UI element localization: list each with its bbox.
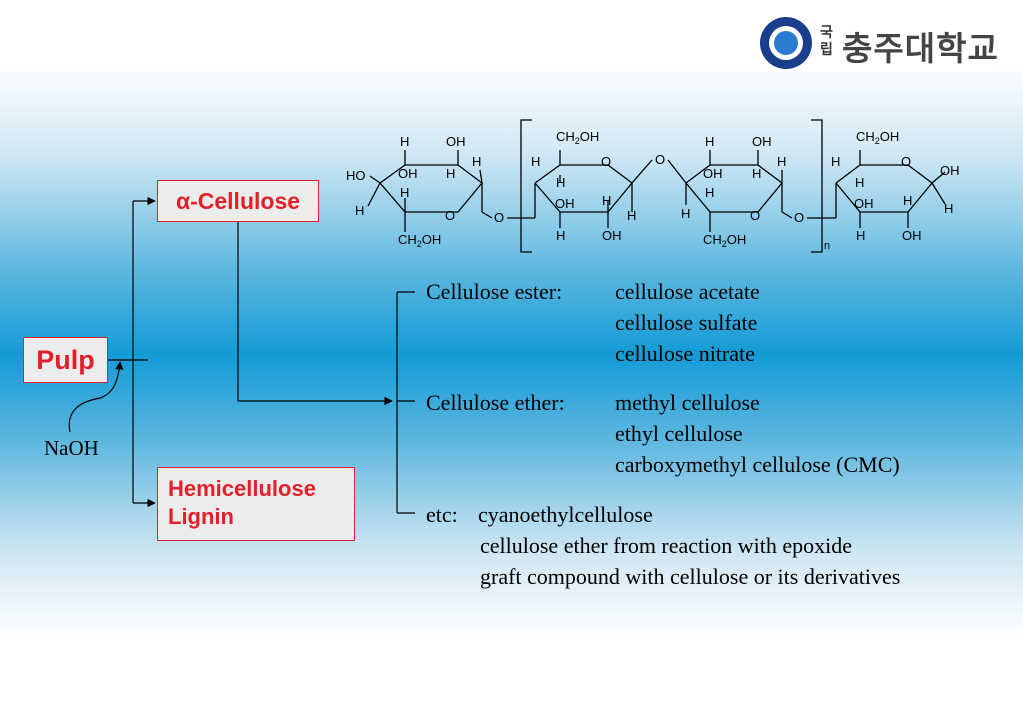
naoh-label: NaOH (44, 436, 99, 460)
svg-text:H: H (400, 134, 409, 149)
logo-university-name: 충주대학교 (842, 29, 999, 68)
university-logo: 국립 충주대학교 (757, 14, 999, 72)
etc-item: cyanoethylcellulose (478, 502, 653, 527)
pulp-label: Pulp (36, 345, 95, 375)
svg-text:OH: OH (703, 166, 723, 181)
svg-text:O: O (494, 210, 504, 225)
svg-text:H: H (531, 154, 540, 169)
svg-text:OH: OH (446, 134, 466, 149)
ether-item: ethyl cellulose (615, 421, 743, 446)
alpha-cellulose-box: α-Cellulose (157, 180, 319, 222)
pulp-box: Pulp (23, 337, 108, 383)
svg-text:n: n (824, 240, 830, 252)
svg-text:OH: OH (940, 163, 960, 178)
svg-text:H: H (705, 134, 714, 149)
svg-text:H: H (446, 166, 455, 181)
svg-text:H: H (944, 201, 953, 216)
alpha-cellulose-label: α-Cellulose (175, 188, 301, 214)
svg-text:O: O (655, 152, 665, 167)
svg-text:CH2OH: CH2OH (398, 232, 441, 249)
svg-text:H: H (752, 166, 761, 181)
ether-item: methyl cellulose (615, 390, 760, 415)
svg-text:O: O (901, 154, 911, 169)
hemicellulose-lignin-box: Hemicellulose Lignin (157, 467, 355, 541)
svg-text:H: H (556, 175, 565, 190)
svg-text:H: H (777, 154, 786, 169)
svg-text:H: H (903, 193, 912, 208)
ester-label: Cellulose ester: (426, 279, 563, 304)
university-seal-icon (760, 17, 812, 69)
svg-text:H: H (400, 185, 409, 200)
hemicellulose-label: Hemicellulose (168, 476, 316, 501)
svg-text:H: H (355, 203, 364, 218)
svg-text:O: O (445, 208, 455, 223)
svg-text:O: O (750, 208, 760, 223)
svg-text:OH: OH (752, 134, 772, 149)
ester-item: cellulose sulfate (615, 310, 758, 335)
ester-item: cellulose nitrate (615, 341, 755, 366)
svg-text:H: H (831, 154, 840, 169)
svg-text:H: H (856, 228, 865, 243)
svg-text:CH2OH: CH2OH (856, 129, 899, 146)
svg-text:H: H (855, 175, 864, 190)
svg-text:OH: OH (854, 196, 874, 211)
svg-text:H: H (556, 228, 565, 243)
naoh-arrow (68, 361, 124, 433)
svg-text:H: H (627, 208, 636, 223)
svg-text:OH: OH (602, 228, 622, 243)
ether-item: carboxymethyl cellulose (CMC) (615, 452, 900, 477)
svg-text:HO: HO (346, 168, 366, 183)
svg-text:OH: OH (398, 166, 418, 181)
lignin-label: Lignin (168, 504, 234, 529)
etc-item: cellulose ether from reaction with epoxi… (480, 533, 853, 558)
etc-item: graft compound with cellulose or its der… (480, 564, 901, 589)
svg-text:O: O (794, 210, 804, 225)
svg-text:O: O (601, 154, 611, 169)
svg-text:H: H (602, 193, 611, 208)
svg-text:CH2OH: CH2OH (703, 232, 746, 249)
ester-item: cellulose acetate (615, 279, 760, 304)
svg-text:CH2OH: CH2OH (556, 129, 599, 146)
svg-text:H: H (472, 154, 481, 169)
svg-text:H: H (705, 185, 714, 200)
ether-label: Cellulose ether: (426, 390, 565, 415)
svg-text:OH: OH (902, 228, 922, 243)
etc-label: etc: (426, 502, 458, 527)
svg-text:OH: OH (555, 196, 575, 211)
svg-text:H: H (681, 206, 690, 221)
logo-national-label: 국립 (820, 25, 833, 58)
